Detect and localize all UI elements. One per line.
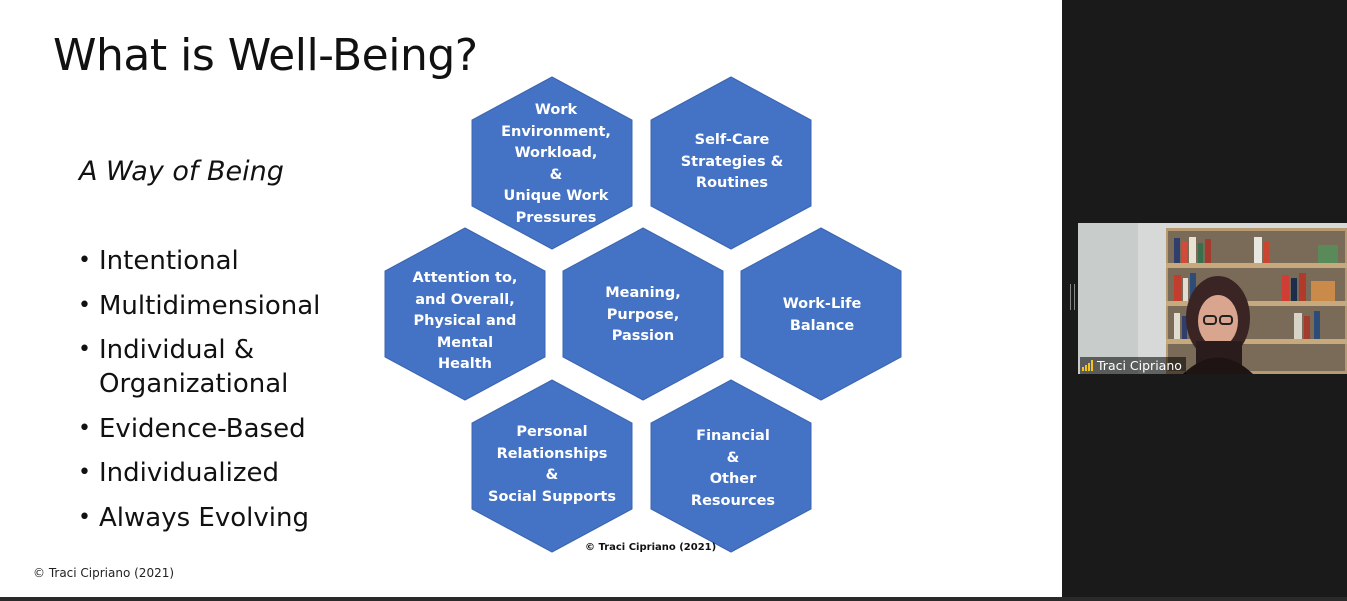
participant-video[interactable] (1078, 223, 1347, 374)
video-feed-image (1078, 223, 1347, 374)
footer-copyright: © Traci Cipriano (2021) (33, 566, 175, 580)
presentation-slide: What is Well-Being? A Way of Being Inten… (0, 0, 1062, 597)
bullet-item: Individual & Organizational (78, 333, 299, 401)
bottom-border (0, 597, 1347, 601)
hex-self-care (650, 76, 812, 250)
hex-label-work-environment: Work Environment, Workload, & Unique Wor… (501, 102, 611, 226)
hex-label-work-life: Work-Life Balance (782, 296, 862, 334)
hex-work-life (740, 227, 902, 401)
bullet-item: Intentional (78, 244, 320, 278)
bullet-item: Multidimensional (78, 289, 320, 323)
slide-subtitle: A Way of Being (79, 156, 284, 187)
hex-label-meaning: Meaning, Purpose, Passion (605, 285, 681, 344)
bullet-item: Always Evolving (78, 501, 320, 535)
hex-label-self-care: Self-Care Strategies & Routines (680, 132, 784, 191)
signal-bars-icon (1082, 360, 1093, 371)
bullet-item: Evidence-Based (78, 412, 320, 446)
hex-health (384, 227, 546, 401)
slide-title: What is Well-Being? (53, 30, 478, 81)
participant-name-tag: Traci Cipriano (1080, 357, 1186, 374)
hex-label-health: Attention to, and Overall, Physical and … (412, 270, 518, 372)
hex-label-relationships: Personal Relationships & Social Supports (488, 424, 616, 505)
hex-label-financial: Financial & Other Resources (690, 428, 776, 509)
panel-resize-handle[interactable] (1070, 284, 1075, 310)
bullet-item: Individualized (78, 456, 320, 490)
hex-relationships (471, 379, 633, 553)
wellbeing-hexagon-diagram: Work Environment, Workload, & Unique Wor… (384, 76, 902, 553)
hexagon-shapes (384, 76, 902, 553)
hex-financial (650, 379, 812, 553)
participant-name: Traci Cipriano (1097, 358, 1182, 373)
bullet-list: Intentional Multidimensional Individual … (78, 244, 320, 545)
hex-meaning (562, 227, 724, 401)
hex-work-environment (471, 76, 633, 250)
diagram-copyright: © Traci Cipriano (2021) (585, 542, 717, 553)
